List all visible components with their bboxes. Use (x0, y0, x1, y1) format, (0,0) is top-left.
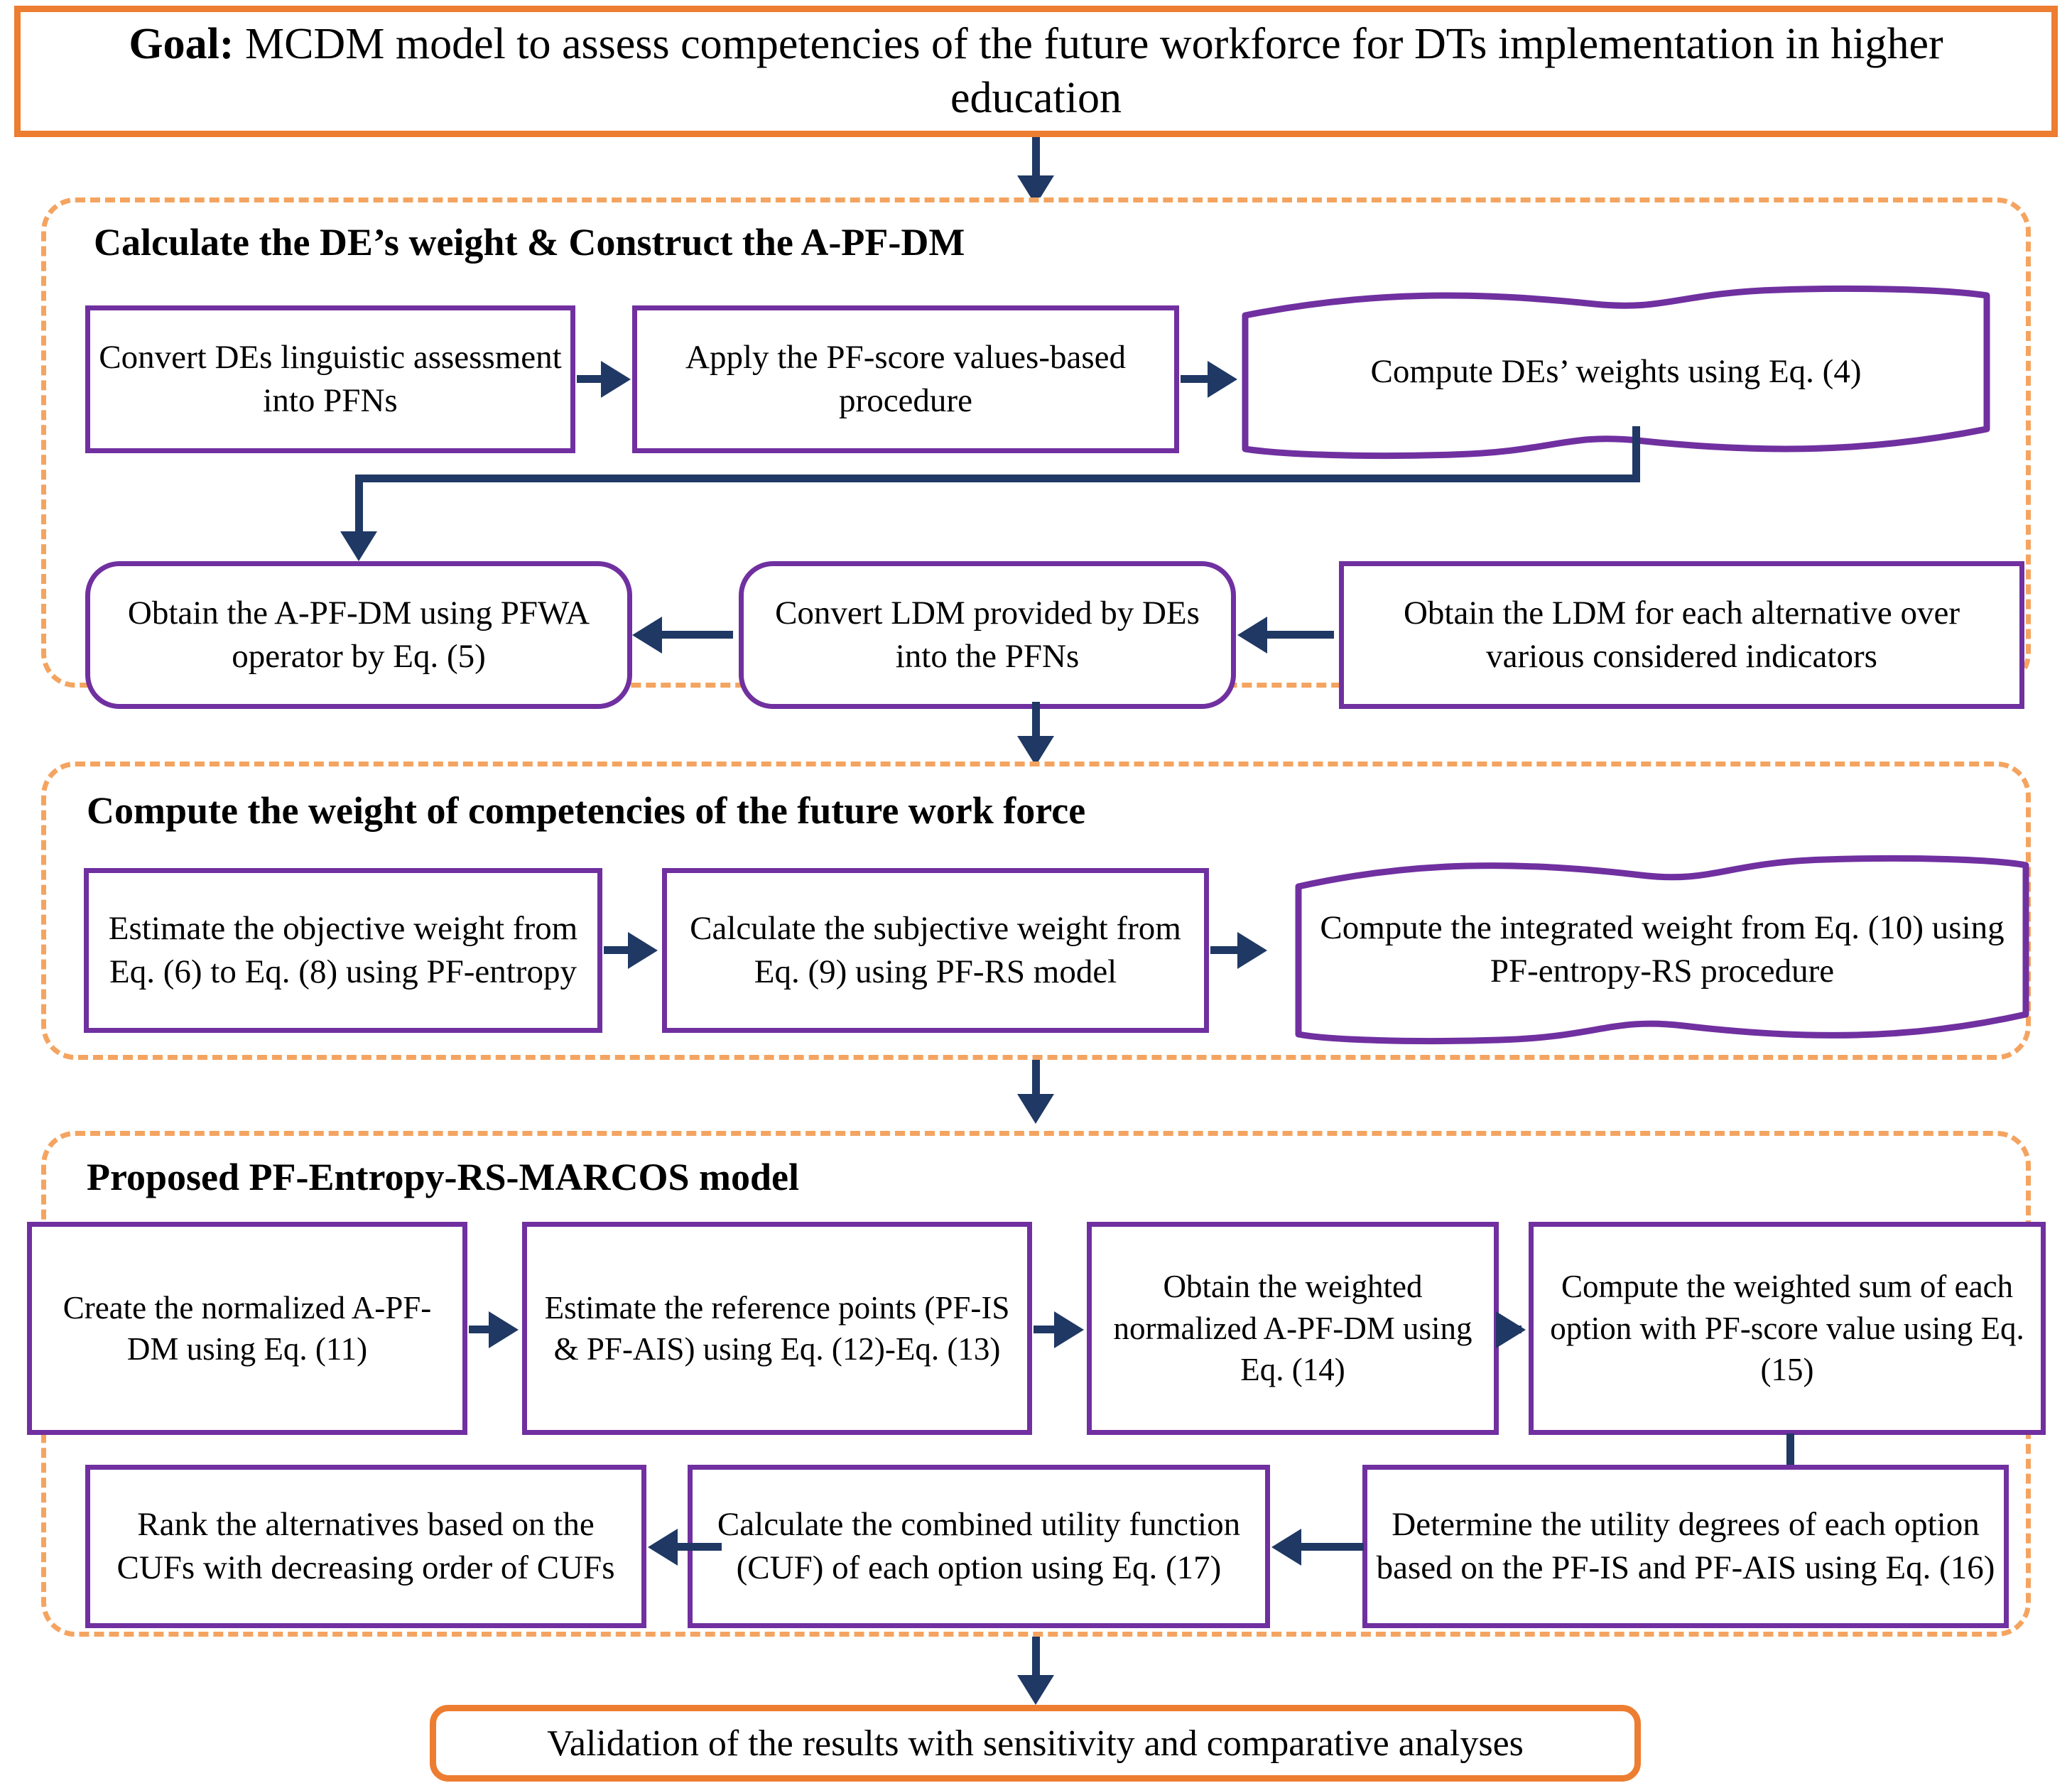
arrowhead-n5-n4 (632, 617, 662, 654)
node-apply-pf-score[interactable]: Apply the PF-score values-based procedur… (632, 305, 1179, 453)
connector-n7-n8 (604, 946, 631, 954)
connector-n6-n5 (1267, 631, 1334, 639)
node-estimate-reference-points[interactable]: Estimate the reference points (PF-IS & P… (522, 1222, 1032, 1435)
arrowhead-n2-n3 (1208, 361, 1237, 398)
node-convert-des-linguistic[interactable]: Convert DEs linguistic assessment into P… (85, 305, 575, 453)
connector-s1-to-s2 (1032, 702, 1040, 743)
arrowhead-n16-n15 (1271, 1529, 1301, 1566)
arrowhead-n10-n11 (489, 1311, 519, 1348)
arrowhead-s2-to-s3 (1017, 1094, 1054, 1124)
connector-n1-n2 (577, 375, 604, 383)
arrowhead-s3-to-validation (1017, 1675, 1054, 1705)
arrowhead-n7-n8 (628, 932, 658, 969)
arrowhead-s1-to-s2 (1017, 736, 1054, 766)
connector-n16-n15 (1301, 1543, 1364, 1551)
node-compute-weighted-sum[interactable]: Compute the weighted sum of each option … (1529, 1222, 2046, 1435)
wave-shape (1295, 855, 2029, 1045)
wave-shape (1242, 285, 1990, 460)
connector-n3-across (355, 475, 1640, 482)
node-compute-des-weights[interactable]: Compute DEs’ weights using Eq. (4) (1240, 283, 1992, 462)
arrowhead-n3-to-n4 (340, 531, 377, 561)
node-calculate-combined-utility[interactable]: Calculate the combined utility function … (688, 1465, 1270, 1628)
node-compute-integrated-weight-label: Compute the integrated weight from Eq. (… (1320, 909, 2005, 990)
node-estimate-objective-weight[interactable]: Estimate the objective weight from Eq. (… (84, 868, 602, 1033)
connector-s3-to-validation (1032, 1637, 1040, 1681)
connector-n2-n3 (1181, 375, 1210, 383)
arrowhead-n6-n5 (1237, 617, 1267, 654)
goal-prefix: Goal: (129, 19, 234, 68)
connector-n13-down (1786, 1434, 1794, 1478)
section-3-title: Proposed PF-Entropy-RS-MARCOS model (87, 1156, 800, 1198)
connector-n8-n9 (1210, 946, 1240, 954)
connector-s2-to-s3 (1032, 1060, 1040, 1101)
connector-goal-to-s1 (1032, 137, 1040, 181)
connector-n15-n14 (678, 1543, 722, 1551)
arrowhead-n11-n12 (1054, 1311, 1084, 1348)
goal-text: MCDM model to assess competencies of the… (234, 19, 1943, 122)
node-rank-alternatives[interactable]: Rank the alternatives based on the CUFs … (85, 1465, 646, 1628)
section-2-title: Compute the weight of competencies of th… (87, 789, 1086, 832)
arrowhead-n8-n9 (1237, 932, 1267, 969)
node-obtain-ldm-alternatives[interactable]: Obtain the LDM for each alternative over… (1339, 561, 2024, 709)
connector-n11-n12 (1034, 1326, 1056, 1333)
arrowhead-n15-n14 (648, 1529, 678, 1566)
arrowhead-n1-n2 (601, 361, 631, 398)
validation-box[interactable]: Validation of the results with sensitivi… (430, 1705, 1641, 1782)
node-determine-utility-degrees[interactable]: Determine the utility degrees of each op… (1362, 1465, 2009, 1628)
node-obtain-weighted-normalized[interactable]: Obtain the weighted normalized A-PF-DM u… (1087, 1222, 1499, 1435)
arrowhead-n12-n13 (1496, 1311, 1526, 1348)
node-convert-ldm-to-pfns[interactable]: Convert LDM provided by DEs into the PFN… (739, 561, 1236, 709)
connector-n3-down2 (355, 475, 363, 537)
connector-n3-down (1632, 426, 1640, 482)
goal-box: Goal: MCDM model to assess competencies … (14, 6, 2058, 137)
node-calculate-subjective-weight[interactable]: Calculate the subjective weight from Eq.… (662, 868, 1209, 1033)
node-obtain-apfdm-pfwa[interactable]: Obtain the A-PF-DM using PFWA operator b… (85, 561, 632, 709)
connector-n5-n4 (662, 631, 733, 639)
section-1-title: Calculate the DE’s weight & Construct th… (94, 221, 965, 264)
node-create-normalized-apfdm[interactable]: Create the normalized A-PF-DM using Eq. … (27, 1222, 467, 1435)
node-compute-integrated-weight[interactable]: Compute the integrated weight from Eq. (… (1293, 851, 2032, 1048)
node-compute-des-weights-label: Compute DEs’ weights using Eq. (4) (1370, 353, 1862, 391)
connector-n10-n11 (469, 1326, 492, 1333)
